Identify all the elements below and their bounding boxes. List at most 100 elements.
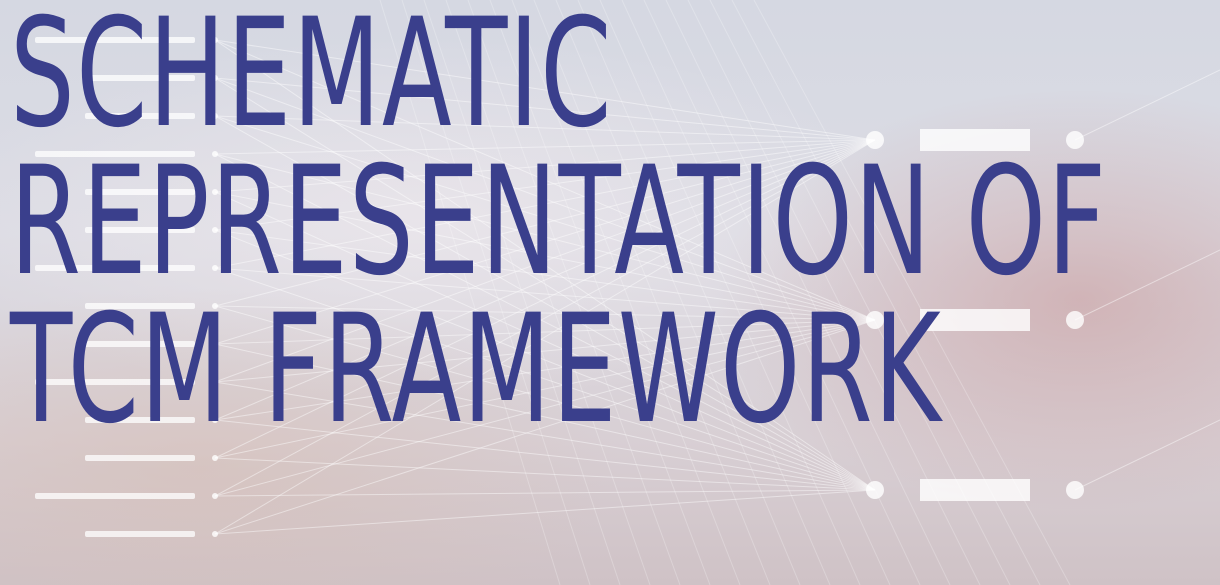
network-line bbox=[214, 139, 876, 535]
network-line bbox=[214, 139, 876, 269]
network-node bbox=[212, 455, 218, 461]
network-node bbox=[212, 151, 218, 157]
network-line bbox=[214, 191, 876, 491]
network-dash bbox=[35, 265, 195, 271]
network-dash bbox=[35, 493, 195, 499]
network-line bbox=[214, 319, 876, 497]
network-dash bbox=[35, 37, 195, 43]
network-line bbox=[214, 39, 876, 141]
network-line bbox=[214, 267, 876, 321]
network-line bbox=[214, 319, 876, 535]
network-line bbox=[214, 139, 876, 497]
network-dash bbox=[85, 455, 195, 461]
network-node bbox=[212, 303, 218, 309]
network-dash bbox=[85, 341, 195, 347]
network-line bbox=[214, 139, 876, 459]
network-line bbox=[467, 0, 681, 585]
network-line bbox=[214, 115, 876, 491]
network-line bbox=[665, 0, 951, 585]
network-line bbox=[214, 77, 876, 141]
network-node bbox=[1066, 481, 1084, 499]
network-line bbox=[214, 381, 876, 491]
network-node bbox=[1066, 311, 1084, 329]
network-line bbox=[214, 419, 876, 491]
network-line bbox=[214, 39, 876, 491]
network-dash bbox=[85, 227, 195, 233]
network-line bbox=[489, 0, 711, 585]
network-bar bbox=[920, 309, 1030, 331]
network-dash bbox=[35, 379, 195, 385]
page-title: SCHEMATIC REPRESENTATION OF TCM FRAMEWOR… bbox=[10, 0, 1108, 457]
network-line bbox=[577, 0, 831, 585]
network-line bbox=[214, 319, 876, 459]
network-node bbox=[212, 417, 218, 423]
network-line bbox=[214, 343, 876, 491]
network-line bbox=[401, 0, 591, 585]
network-line bbox=[214, 305, 876, 491]
network-dash bbox=[85, 189, 195, 195]
network-line bbox=[214, 139, 876, 307]
network-line bbox=[1074, 419, 1220, 491]
network-node bbox=[212, 227, 218, 233]
network-line bbox=[621, 0, 891, 585]
network-node bbox=[866, 311, 884, 329]
network-line bbox=[214, 77, 876, 321]
network-dash bbox=[85, 417, 195, 423]
network-line bbox=[599, 0, 861, 585]
network-line bbox=[423, 0, 621, 585]
network-line bbox=[214, 139, 876, 155]
network-node bbox=[212, 531, 218, 537]
network-node bbox=[212, 265, 218, 271]
network-line bbox=[555, 0, 801, 585]
network-line bbox=[533, 0, 771, 585]
network-line bbox=[214, 319, 876, 421]
network-line bbox=[214, 153, 876, 321]
network-line bbox=[214, 457, 876, 491]
network-line bbox=[214, 115, 876, 141]
network-line bbox=[214, 305, 876, 321]
network-node bbox=[866, 481, 884, 499]
network-node bbox=[866, 131, 884, 149]
network-dash bbox=[85, 75, 195, 81]
network-line bbox=[214, 39, 876, 321]
network-line bbox=[214, 229, 876, 491]
network-line bbox=[1074, 69, 1220, 141]
network-line bbox=[445, 0, 651, 585]
network-line bbox=[214, 191, 876, 321]
network-dash bbox=[35, 151, 195, 157]
network-line bbox=[214, 139, 876, 231]
network-node bbox=[212, 379, 218, 385]
network-line bbox=[214, 139, 876, 383]
network-dash bbox=[85, 303, 195, 309]
network-line bbox=[214, 77, 876, 491]
network-line bbox=[214, 153, 876, 491]
network-node bbox=[212, 75, 218, 81]
network-line bbox=[214, 139, 876, 345]
title-line-3: TCM FRAMEWORK bbox=[10, 283, 943, 457]
network-node bbox=[212, 37, 218, 43]
network-line bbox=[214, 115, 876, 321]
network-line bbox=[214, 319, 876, 345]
network-line bbox=[511, 0, 741, 585]
network-dash bbox=[85, 113, 195, 119]
network-dash bbox=[85, 531, 195, 537]
network-bar bbox=[920, 479, 1030, 501]
network-line bbox=[214, 267, 876, 491]
network-node bbox=[212, 113, 218, 119]
network-line bbox=[379, 0, 561, 585]
network-bar bbox=[920, 129, 1030, 151]
network-node bbox=[212, 493, 218, 499]
network-node bbox=[212, 189, 218, 195]
network-line bbox=[214, 229, 876, 321]
network-line bbox=[214, 489, 876, 497]
network-line bbox=[214, 139, 876, 421]
title-line-1: SCHEMATIC bbox=[10, 0, 613, 161]
network-node bbox=[212, 341, 218, 347]
network-line bbox=[214, 139, 876, 193]
network-line bbox=[1074, 249, 1220, 321]
network-node bbox=[1066, 131, 1084, 149]
network-line bbox=[214, 319, 876, 383]
title-line-2: REPRESENTATION OF bbox=[10, 135, 1108, 309]
